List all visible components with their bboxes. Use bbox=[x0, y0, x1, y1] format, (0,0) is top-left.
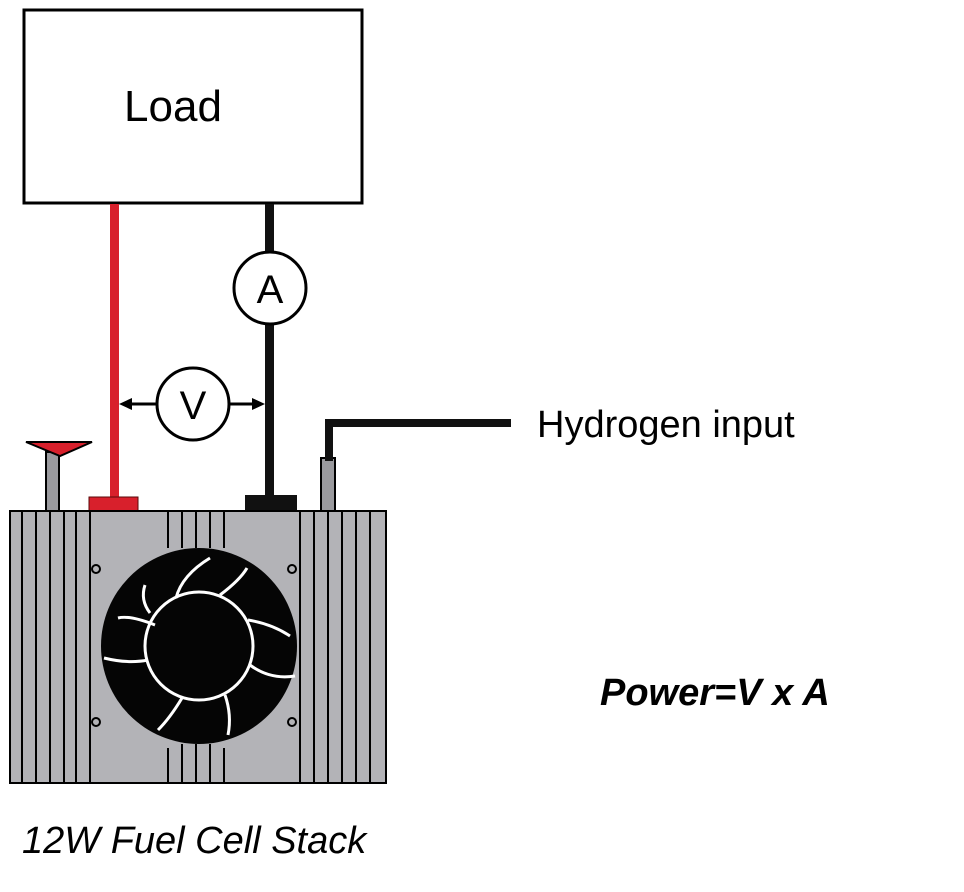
voltmeter: V bbox=[119, 366, 265, 442]
arrow-right-icon bbox=[252, 398, 265, 410]
load-box: Load bbox=[22, 8, 364, 205]
screw-icon bbox=[287, 564, 297, 574]
negative-wire bbox=[245, 204, 297, 511]
hydrogen-pipe bbox=[320, 419, 511, 513]
hydrogen-label: Hydrogen input bbox=[537, 404, 795, 446]
positive-terminal bbox=[88, 496, 139, 512]
stack-caption: 12W Fuel Cell Stack bbox=[22, 820, 368, 862]
screw-icon bbox=[287, 717, 297, 727]
purge-valve bbox=[25, 441, 93, 513]
power-formula: Power=V x A bbox=[600, 672, 830, 714]
positive-wire bbox=[88, 204, 139, 512]
fan-icon bbox=[101, 548, 297, 744]
screw-icon bbox=[91, 717, 101, 727]
arrow-left-icon bbox=[119, 398, 132, 410]
voltmeter-label: V bbox=[180, 384, 207, 428]
negative-terminal bbox=[245, 495, 297, 511]
ammeter: A bbox=[232, 250, 308, 326]
positive-wire-line bbox=[110, 204, 119, 500]
screw-icon bbox=[91, 564, 101, 574]
ammeter-label: A bbox=[257, 268, 284, 312]
load-label: Load bbox=[124, 82, 222, 131]
